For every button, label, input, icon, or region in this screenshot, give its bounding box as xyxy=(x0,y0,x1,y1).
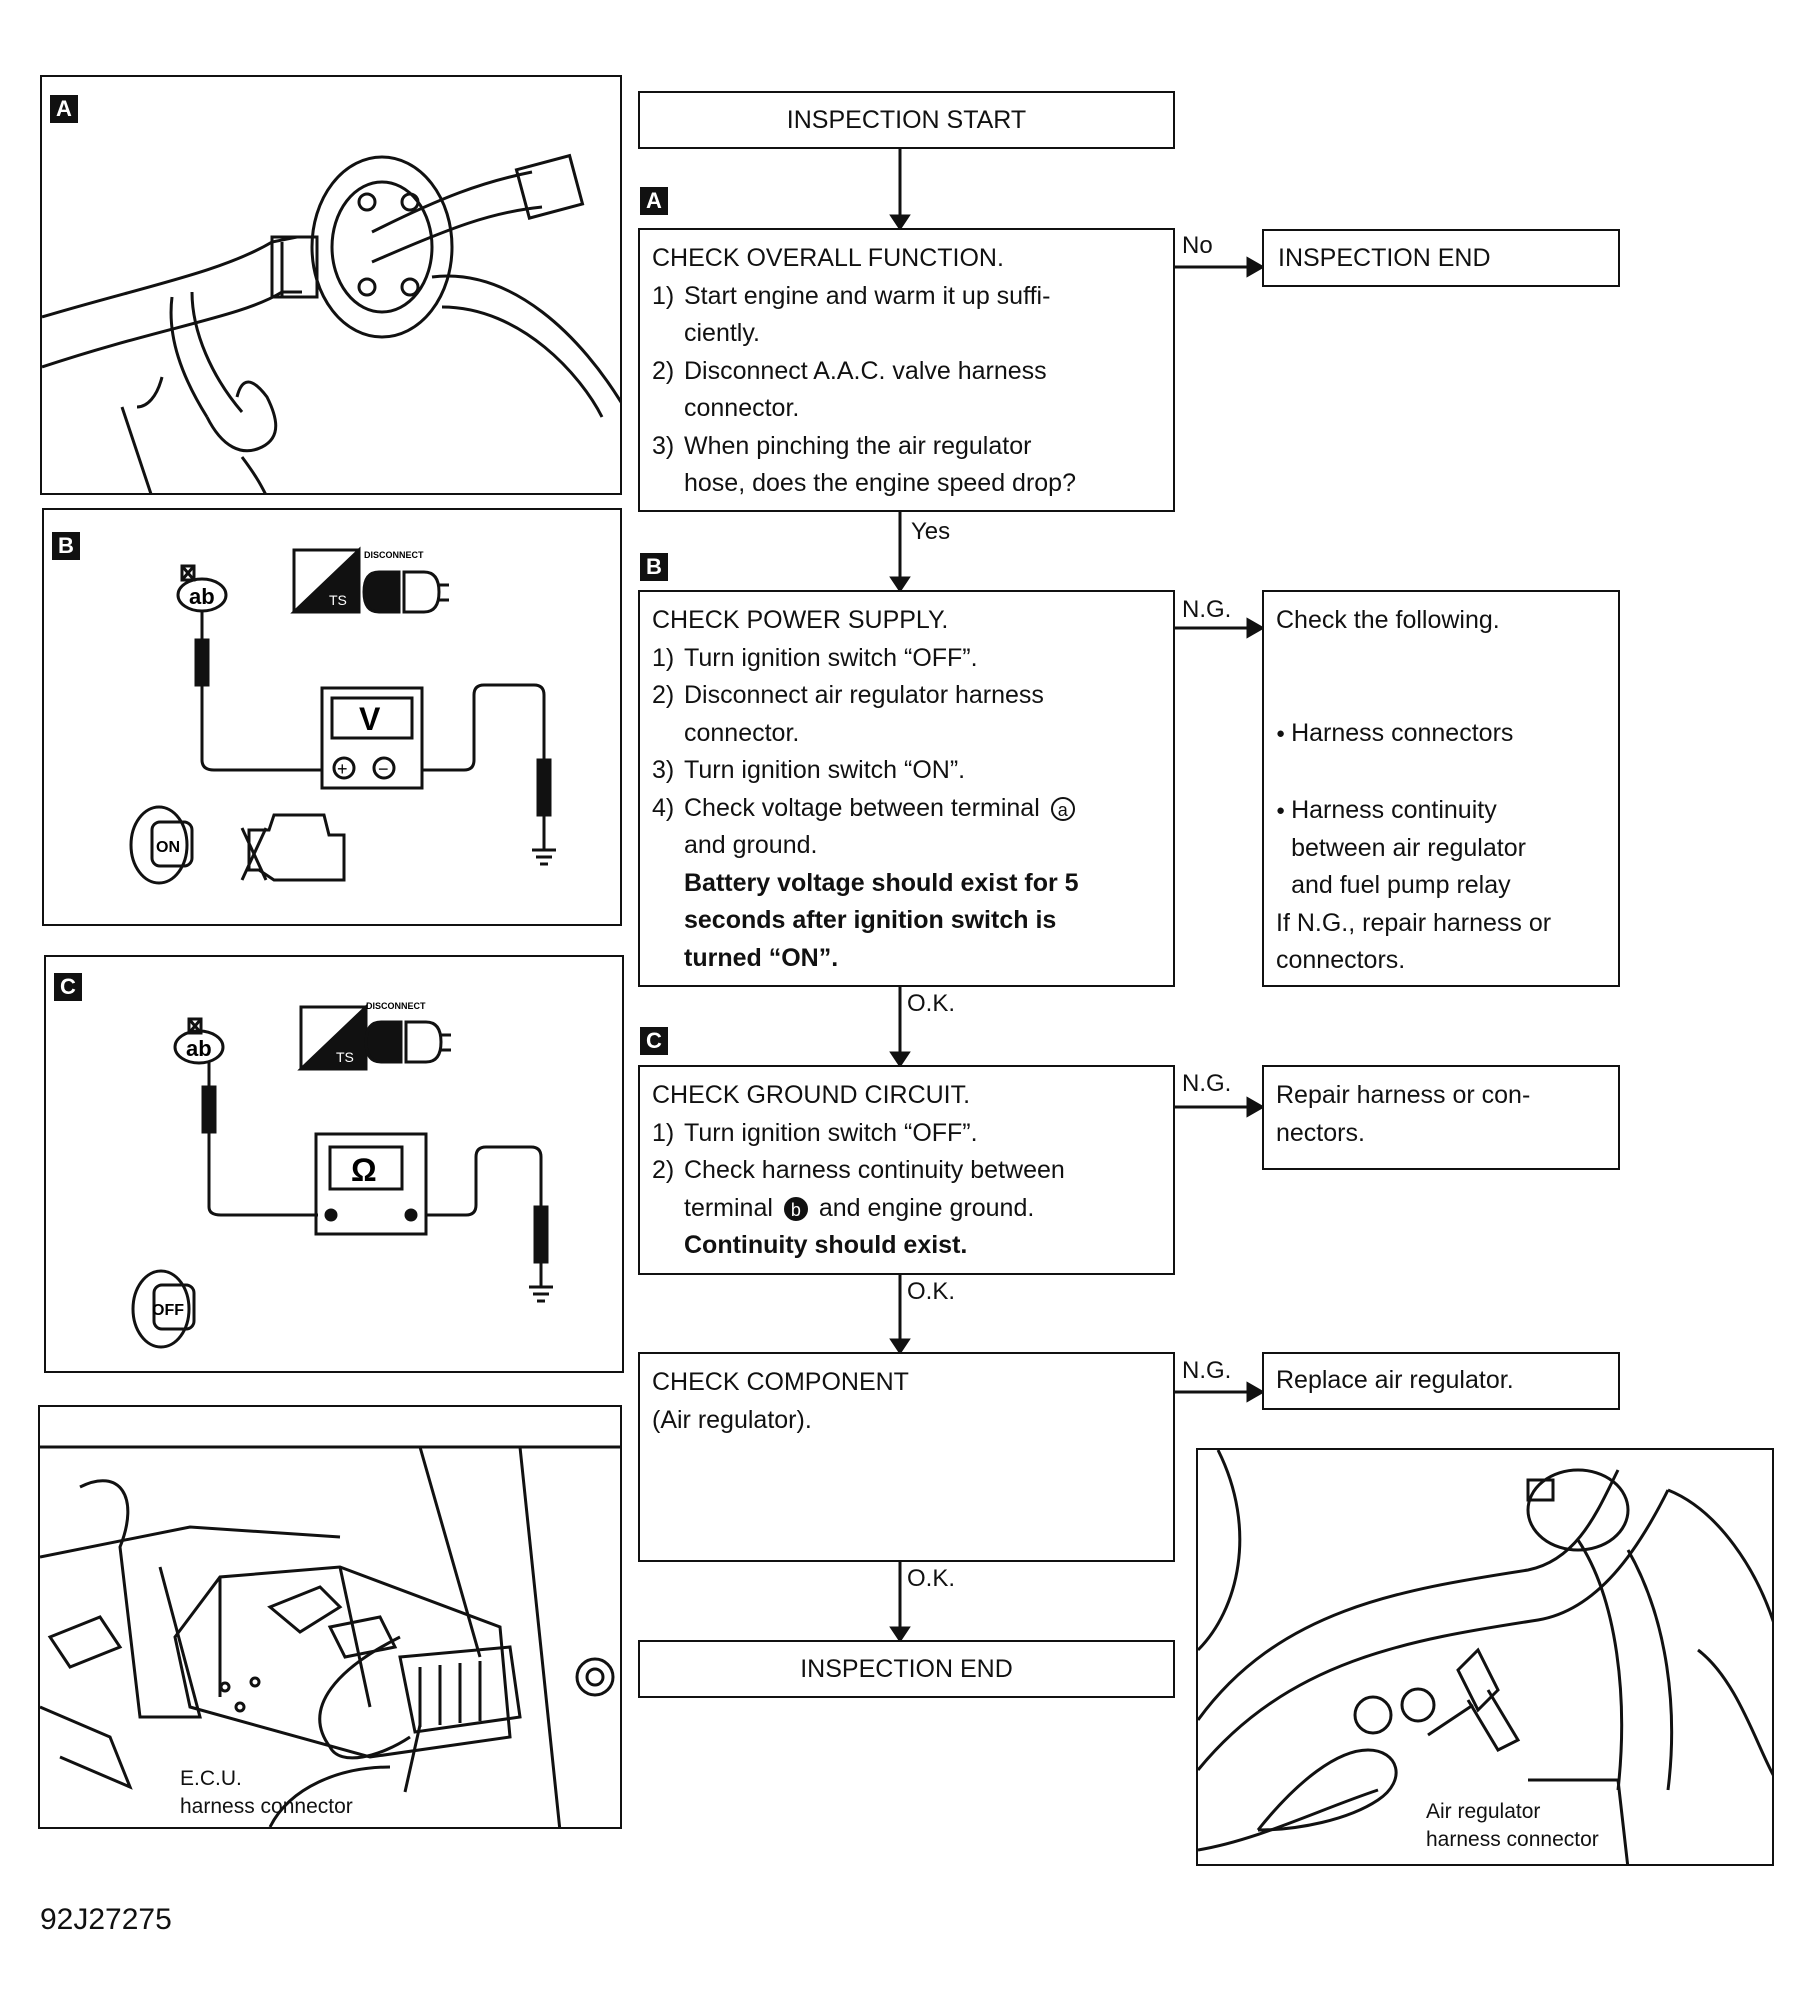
panel-tag-b: B xyxy=(52,532,80,560)
power-step-1: 1) Turn ignition switch “OFF”. xyxy=(652,640,1161,678)
ecu-connector-drawing xyxy=(40,1445,620,1827)
disconnect-label-c: DISCONNECT xyxy=(366,1001,426,1011)
ts-label-c: TS xyxy=(336,1049,354,1065)
step-number: 1) xyxy=(652,643,675,672)
no-label: No xyxy=(1182,232,1213,259)
check-ground-title: CHECK GROUND CIRCUIT. xyxy=(652,1081,971,1109)
flow-tag-b: B xyxy=(640,553,668,581)
voltage-test-diagram: ab TS DISCONNECT V + − ON xyxy=(129,546,556,885)
minus-terminal: − xyxy=(378,759,389,779)
step-number: 2) xyxy=(652,356,675,385)
ng-label-2: N.G. xyxy=(1182,1070,1232,1097)
flow-tag-a: A xyxy=(640,187,668,215)
step-number: 3) xyxy=(652,431,675,460)
ground-step-2: 2) Check harness continuity between term… xyxy=(652,1152,1161,1265)
ok-label-1: O.K. xyxy=(907,990,956,1017)
ohmmeter-symbol: Ω xyxy=(351,1152,377,1188)
air-regulator-drawing xyxy=(1198,1450,1772,1864)
step-text: Check harness continuity between termina… xyxy=(684,1152,1161,1265)
check-power-supply-box: CHECK POWER SUPPLY. 1) Turn ignition swi… xyxy=(638,590,1175,987)
air-regulator-caption: Air regulator harness connector xyxy=(1426,1800,1599,1851)
step-text: Turn ignition switch “ON”. xyxy=(684,756,966,784)
figure-code: 92J27275 xyxy=(40,1903,172,1936)
check-overall-function-box: CHECK OVERALL FUNCTION. 1) Start engine … xyxy=(638,228,1175,512)
check-component-title: CHECK COMPONENT xyxy=(652,1368,909,1396)
ground-step-2-b: terminal xyxy=(684,1193,773,1222)
overall-step-2: 2) Disconnect A.A.C. valve harness conne… xyxy=(652,353,1161,428)
yes-label: Yes xyxy=(911,518,951,545)
check-following-tail: If N.G., repair harness or connectors. xyxy=(1276,908,1552,975)
step-number: 4) xyxy=(652,793,675,822)
bullet-icon xyxy=(1276,792,1291,905)
step-text: Turn ignition switch “OFF”. xyxy=(684,1118,978,1147)
step-number: 2) xyxy=(652,681,675,709)
overall-step-3: 3) When pinching the air regulator hose,… xyxy=(652,428,1161,503)
voltmeter-symbol: V xyxy=(359,701,381,737)
repair-harness-box: Repair harness or con- nectors. xyxy=(1262,1065,1620,1170)
illustration-panel-c: C ab TS DISCONNECT Ω OFF xyxy=(44,955,624,1373)
key-off-label: OFF xyxy=(152,1302,184,1319)
ab-label-c: ab xyxy=(186,1036,212,1061)
ecu-harness-caption: E.C.U. harness connector xyxy=(180,1767,353,1818)
power-step-4: 4) Check voltage between terminal a and … xyxy=(652,790,1161,978)
continuity-test-diagram: ab TS DISCONNECT Ω OFF xyxy=(131,1001,553,1349)
check-power-title: CHECK POWER SUPPLY. xyxy=(652,606,949,634)
power-step-2: 2) Disconnect air regulator harness conn… xyxy=(652,677,1161,752)
inspection-start-box: INSPECTION START xyxy=(638,91,1175,149)
panel-tag-c: C xyxy=(54,973,82,1001)
ground-step-2-a: Check harness continuity between xyxy=(684,1156,1065,1184)
illustration-panel-b: B xyxy=(42,508,622,926)
power-step-3: 3) Turn ignition switch “ON”. xyxy=(652,752,1161,790)
ecu-illustration: E.C.U. harness connector xyxy=(38,1405,622,1829)
step-number: 2) xyxy=(652,1156,675,1184)
inspection-end-bottom-box: INSPECTION END xyxy=(638,1640,1175,1698)
check-following-title: Check the following. xyxy=(1276,606,1500,634)
key-on-label: ON xyxy=(156,839,180,856)
ground-step-1: 1) Turn ignition switch “OFF”. xyxy=(652,1115,1161,1153)
panel-tag-a: A xyxy=(50,95,78,123)
power-expected-note: Battery voltage should exist for 5 secon… xyxy=(684,868,1079,972)
ts-label-b: TS xyxy=(329,592,347,608)
check-item-continuity: Harness continuity between air regulator… xyxy=(1276,792,1606,905)
check-overall-title: CHECK OVERALL FUNCTION. xyxy=(652,244,1004,272)
check-item-continuity-text: Harness continuity between air regulator… xyxy=(1291,796,1526,899)
air-regulator-illustration: Air regulator harness connector xyxy=(1196,1448,1774,1866)
inspection-end-top-box: INSPECTION END xyxy=(1262,229,1620,287)
step-number: 1) xyxy=(652,281,675,310)
ab-label-b: ab xyxy=(189,584,215,609)
check-component-sub: (Air regulator). xyxy=(652,1405,812,1434)
illustration-panel-a: A xyxy=(40,75,622,495)
ok-label-2: O.K. xyxy=(907,1278,956,1305)
hose-pinch-illustration xyxy=(42,153,620,493)
ground-expected-note: Continuity should exist. xyxy=(684,1231,968,1259)
step-number: 1) xyxy=(652,1118,675,1147)
overall-step-1: 1) Start engine and warm it up suffi- ci… xyxy=(652,278,1161,353)
step-text: Check voltage between terminal a and gro… xyxy=(684,790,1161,978)
ground-step-2-c: and engine ground. xyxy=(818,1193,1035,1222)
step-text: Disconnect air regulator harness connect… xyxy=(684,681,1044,747)
plus-terminal: + xyxy=(337,759,348,779)
check-component-box: CHECK COMPONENT (Air regulator). xyxy=(638,1352,1175,1562)
step-text: When pinching the air regulator hose, do… xyxy=(684,431,1076,498)
step-text: Start engine and warm it up suffi- cient… xyxy=(684,281,1051,348)
disconnect-label-b: DISCONNECT xyxy=(364,550,424,560)
replace-air-regulator-box: Replace air regulator. xyxy=(1262,1352,1620,1410)
terminal-a-symbol: a xyxy=(1050,796,1075,821)
step-number: 3) xyxy=(652,756,675,784)
check-item-connectors: Harness connectors xyxy=(1276,715,1606,756)
flow-tag-c: C xyxy=(640,1027,668,1055)
check-following-box: Check the following. Harness connectors … xyxy=(1262,590,1620,987)
ok-label-3: O.K. xyxy=(907,1565,956,1592)
ng-label-3: N.G. xyxy=(1182,1357,1232,1384)
ng-label-1: N.G. xyxy=(1182,596,1232,623)
check-ground-circuit-box: CHECK GROUND CIRCUIT. 1) Turn ignition s… xyxy=(638,1065,1175,1275)
step-text: Turn ignition switch “OFF”. xyxy=(684,643,978,672)
step-4-text-a: Check voltage between terminal xyxy=(684,793,1040,822)
step-4-text-b: and ground. xyxy=(684,831,818,859)
step-text: Disconnect A.A.C. valve harness connecto… xyxy=(684,356,1047,423)
terminal-b-symbol: b xyxy=(783,1196,808,1221)
